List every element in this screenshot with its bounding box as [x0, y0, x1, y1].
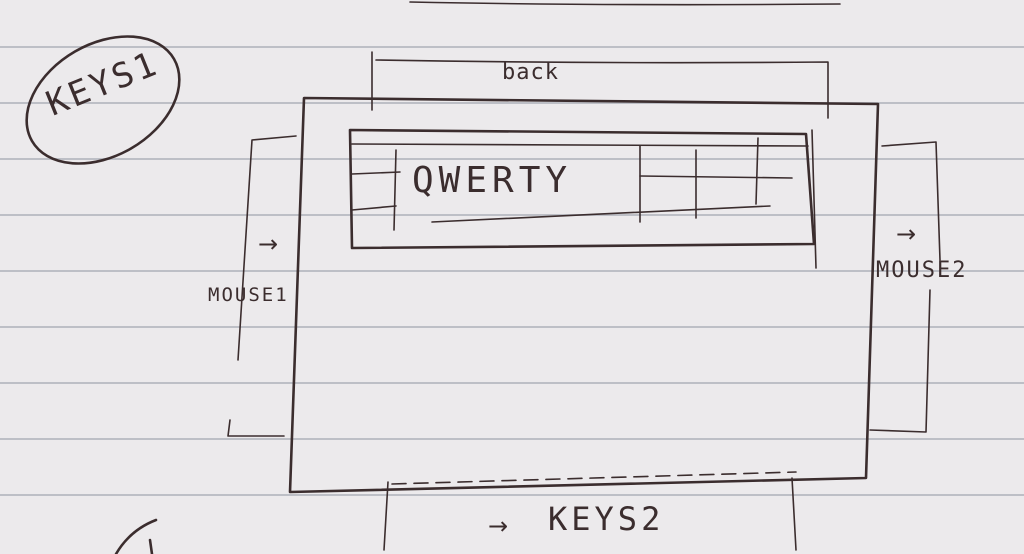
keyboard-key-dividers	[393, 129, 817, 269]
back-zone-bracket	[371, 51, 829, 119]
mouse1-zone-bracket	[227, 135, 297, 437]
mouse2-arrow-icon: →	[896, 220, 917, 248]
mouse2-label: MOUSE2	[876, 258, 968, 283]
keys2-arrow-icon: →	[488, 512, 509, 540]
keys2-zone-top	[391, 471, 797, 485]
keys2-zone-sides	[383, 477, 797, 551]
keyboard-row-line	[351, 171, 793, 179]
back-label: back	[502, 60, 559, 85]
qwerty-label: QWERTY	[412, 160, 573, 201]
mouse1-label: MOUSE1	[208, 284, 289, 306]
mouse2-zone-bracket	[869, 141, 941, 433]
top-edge-stroke	[409, 1, 841, 6]
keys1-oval	[25, 35, 181, 165]
stray-pen-mark	[114, 518, 158, 554]
keyboard-panel	[348, 128, 816, 250]
keys2-label: KEYS2	[548, 500, 665, 538]
keyboard-row-line-2	[351, 205, 771, 223]
keyboard-inner-top	[351, 143, 809, 147]
mouse1-arrow-icon: →	[258, 230, 279, 258]
screen-frame	[288, 96, 880, 494]
